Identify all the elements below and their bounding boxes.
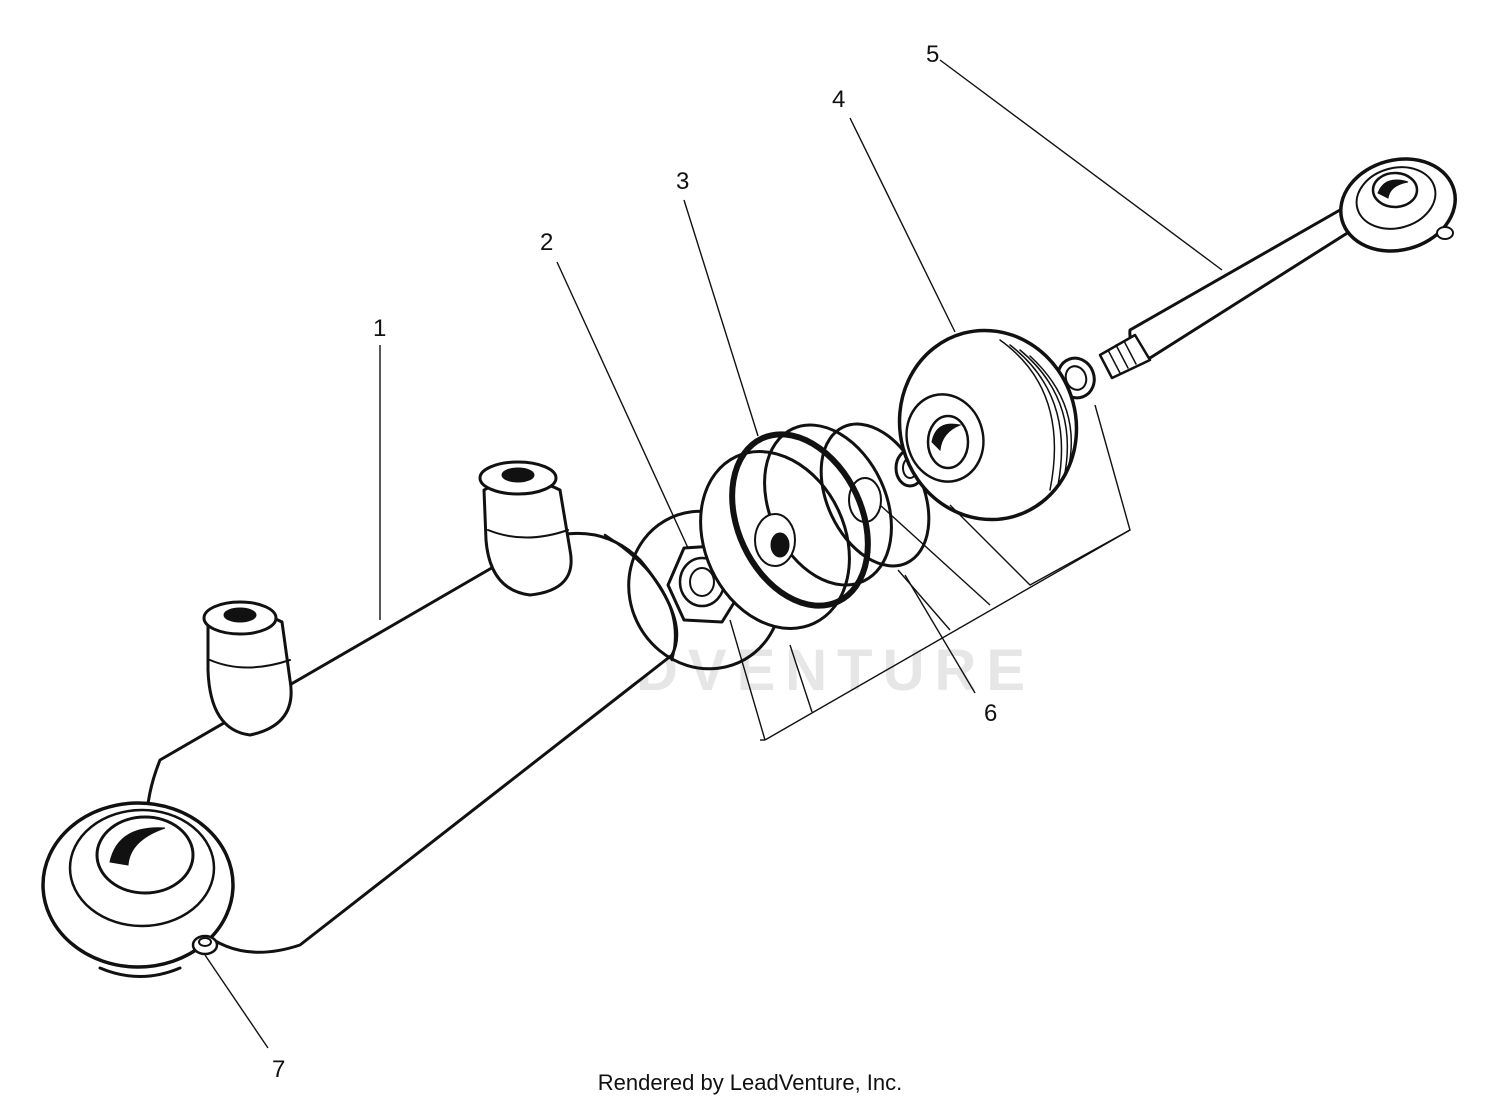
part-3-piston[interactable] bbox=[673, 404, 951, 653]
leader-lines bbox=[204, 59, 1223, 1049]
part-1-cylinder-barrel[interactable] bbox=[41, 460, 679, 978]
callout-6: 6 bbox=[984, 700, 997, 727]
callout-4: 4 bbox=[832, 86, 845, 113]
part-4-gland-head[interactable] bbox=[878, 310, 1097, 539]
callout-3: 3 bbox=[676, 168, 689, 195]
callout-5: 5 bbox=[926, 41, 939, 68]
part-7-grease-fitting[interactable] bbox=[191, 934, 219, 956]
callout-1: 1 bbox=[373, 315, 386, 342]
credit-line: Rendered by LeadVenture, Inc. bbox=[597, 1070, 903, 1095]
callout-7: 7 bbox=[272, 1056, 285, 1083]
callout-2: 2 bbox=[540, 229, 553, 256]
part-5-piston-rod[interactable] bbox=[1098, 147, 1466, 380]
